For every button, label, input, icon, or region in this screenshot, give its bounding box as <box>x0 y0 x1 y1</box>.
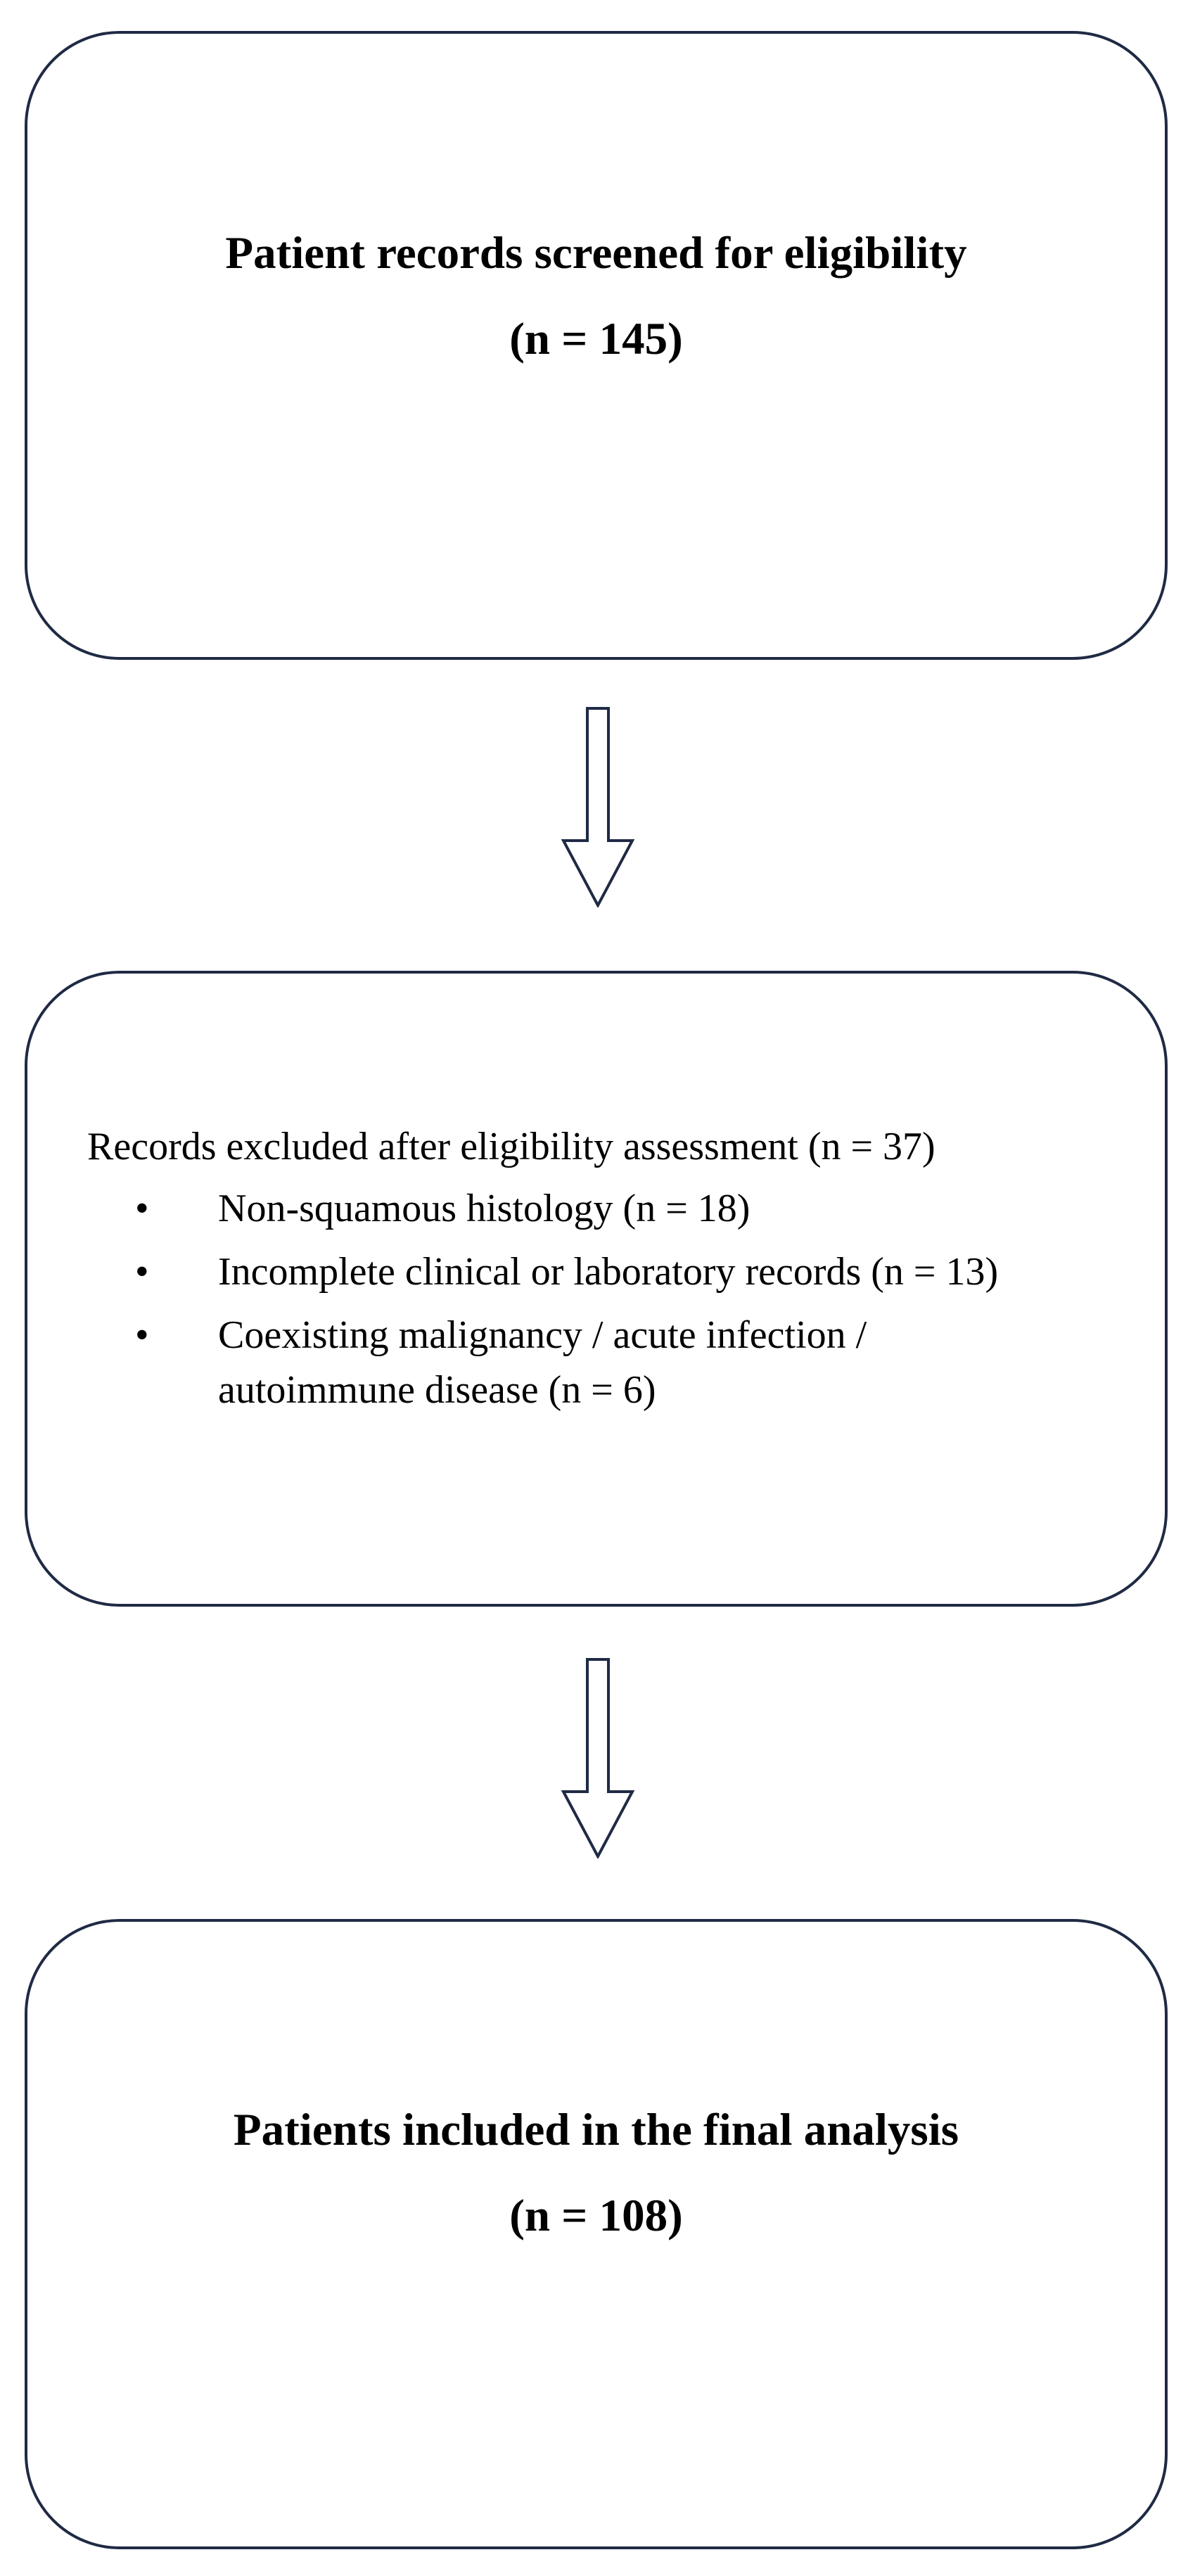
exclusion-reason-item: • Coexisting malignancy / acute infectio… <box>135 1308 998 1417</box>
bullet-icon: • <box>135 1250 149 1294</box>
exclusion-reason-text-continued: autoimmune disease (n = 6) <box>218 1368 656 1412</box>
included-patients-title: Patients included in the final analysis <box>233 2105 959 2155</box>
bullet-icon: • <box>135 1187 149 1230</box>
excluded-records-box: Records excluded after eligibility asses… <box>25 971 1168 1607</box>
exclusion-reason-text: Incomplete clinical or laboratory record… <box>218 1250 999 1294</box>
included-patients-count: (n = 108) <box>509 2191 683 2241</box>
screened-records-title: Patient records screened for eligibility <box>225 228 967 279</box>
down-arrow-icon <box>561 1658 635 1858</box>
exclusion-reason-text: Coexisting malignancy / acute infection … <box>218 1313 867 1357</box>
excluded-records-heading: Records excluded after eligibility asses… <box>87 1125 935 1168</box>
exclusion-reason-item: • Non-squamous histology (n = 18) <box>135 1181 998 1236</box>
down-arrow-icon <box>561 707 635 907</box>
exclusion-reason-item: • Incomplete clinical or laboratory reco… <box>135 1244 998 1299</box>
included-patients-box: Patients included in the final analysis … <box>25 1919 1168 2549</box>
bullet-icon: • <box>135 1313 149 1357</box>
screened-records-box: Patient records screened for eligibility… <box>25 31 1168 660</box>
screened-records-count: (n = 145) <box>509 314 683 364</box>
exclusion-reasons-list: • Non-squamous histology (n = 18) • Inco… <box>135 1181 998 1426</box>
exclusion-reason-text: Non-squamous histology (n = 18) <box>218 1187 751 1230</box>
